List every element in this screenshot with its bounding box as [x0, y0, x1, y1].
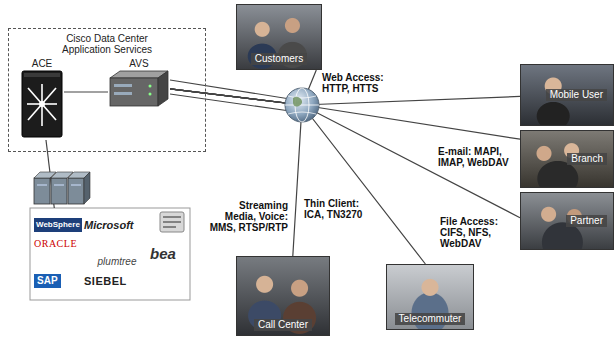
label-holder: File Access: CIFS, NFS, WebDAV — [440, 216, 512, 249]
vendor-logo-mark — [160, 212, 184, 232]
avs-appliance-icon — [110, 71, 168, 106]
trunk-lines — [170, 80, 290, 111]
vendor-logo: WebSphere — [34, 218, 82, 232]
network-link — [64, 91, 108, 92]
photo-caption: Telecommuter — [395, 313, 466, 325]
label-holder: Web Access: HTTP, HTTS — [322, 72, 386, 94]
vendor-logo: bea — [150, 245, 176, 262]
vendor-logo: SIEBEL — [84, 275, 127, 288]
protocol-label: Web Access: HTTP, HTTS — [322, 72, 386, 94]
avs-device: AVS — [108, 58, 170, 112]
network-globe — [285, 88, 319, 122]
photo-caption: Branch — [567, 153, 607, 165]
network-link — [170, 89, 425, 264]
vendor-logo: ORACLE — [34, 238, 77, 250]
vendor-logos: WebSphereMicrosoftORACLE plumtree beaSAP SI… — [30, 208, 190, 300]
node-label: AVS — [108, 58, 170, 70]
vendor-logo: SAP — [34, 274, 61, 288]
photo-caption: Call Center — [254, 319, 312, 331]
label-holder: Streaming Media, Voice: MMS, RTSP/RTP — [208, 200, 288, 233]
photo-box: Partner — [520, 192, 614, 250]
node-label: ACE — [20, 58, 64, 70]
photo-box: Customers — [236, 4, 322, 70]
ace-module-icon — [22, 71, 62, 137]
photo-caption: Customers — [251, 53, 307, 65]
node-label: Cisco Data Center Application Services — [47, 33, 167, 55]
protocol-label: File Access: CIFS, NFS, WebDAV — [440, 216, 512, 249]
vendor-logo: Microsoft — [84, 219, 134, 232]
label-holder: Thin Client: ICA, TN3270 — [304, 198, 370, 220]
protocol-label: E-mail: MAPI, IMAP, WebDAV — [438, 146, 516, 168]
network-link — [170, 89, 302, 256]
logo-panel — [30, 208, 190, 300]
protocol-label: Thin Client: ICA, TN3270 — [304, 198, 370, 220]
server-stack-icon — [34, 172, 90, 204]
vendor-logo: plumtree — [98, 256, 137, 268]
photo-box: Call Center — [236, 256, 330, 336]
photo-caption: Partner — [566, 215, 607, 227]
photo-box: Branch — [520, 130, 614, 188]
photo-caption: Mobile User — [546, 89, 607, 101]
label-holder: E-mail: MAPI, IMAP, WebDAV — [438, 146, 516, 168]
photo-box: Mobile User — [520, 64, 614, 126]
photo-box: Telecommuter — [386, 264, 474, 330]
service-group: Cisco Data Center Application ServicesAC… — [8, 28, 206, 152]
protocol-label: Streaming Media, Voice: MMS, RTSP/RTP — [208, 200, 288, 233]
network-link — [170, 89, 520, 139]
ace-device: ACE — [20, 58, 64, 140]
